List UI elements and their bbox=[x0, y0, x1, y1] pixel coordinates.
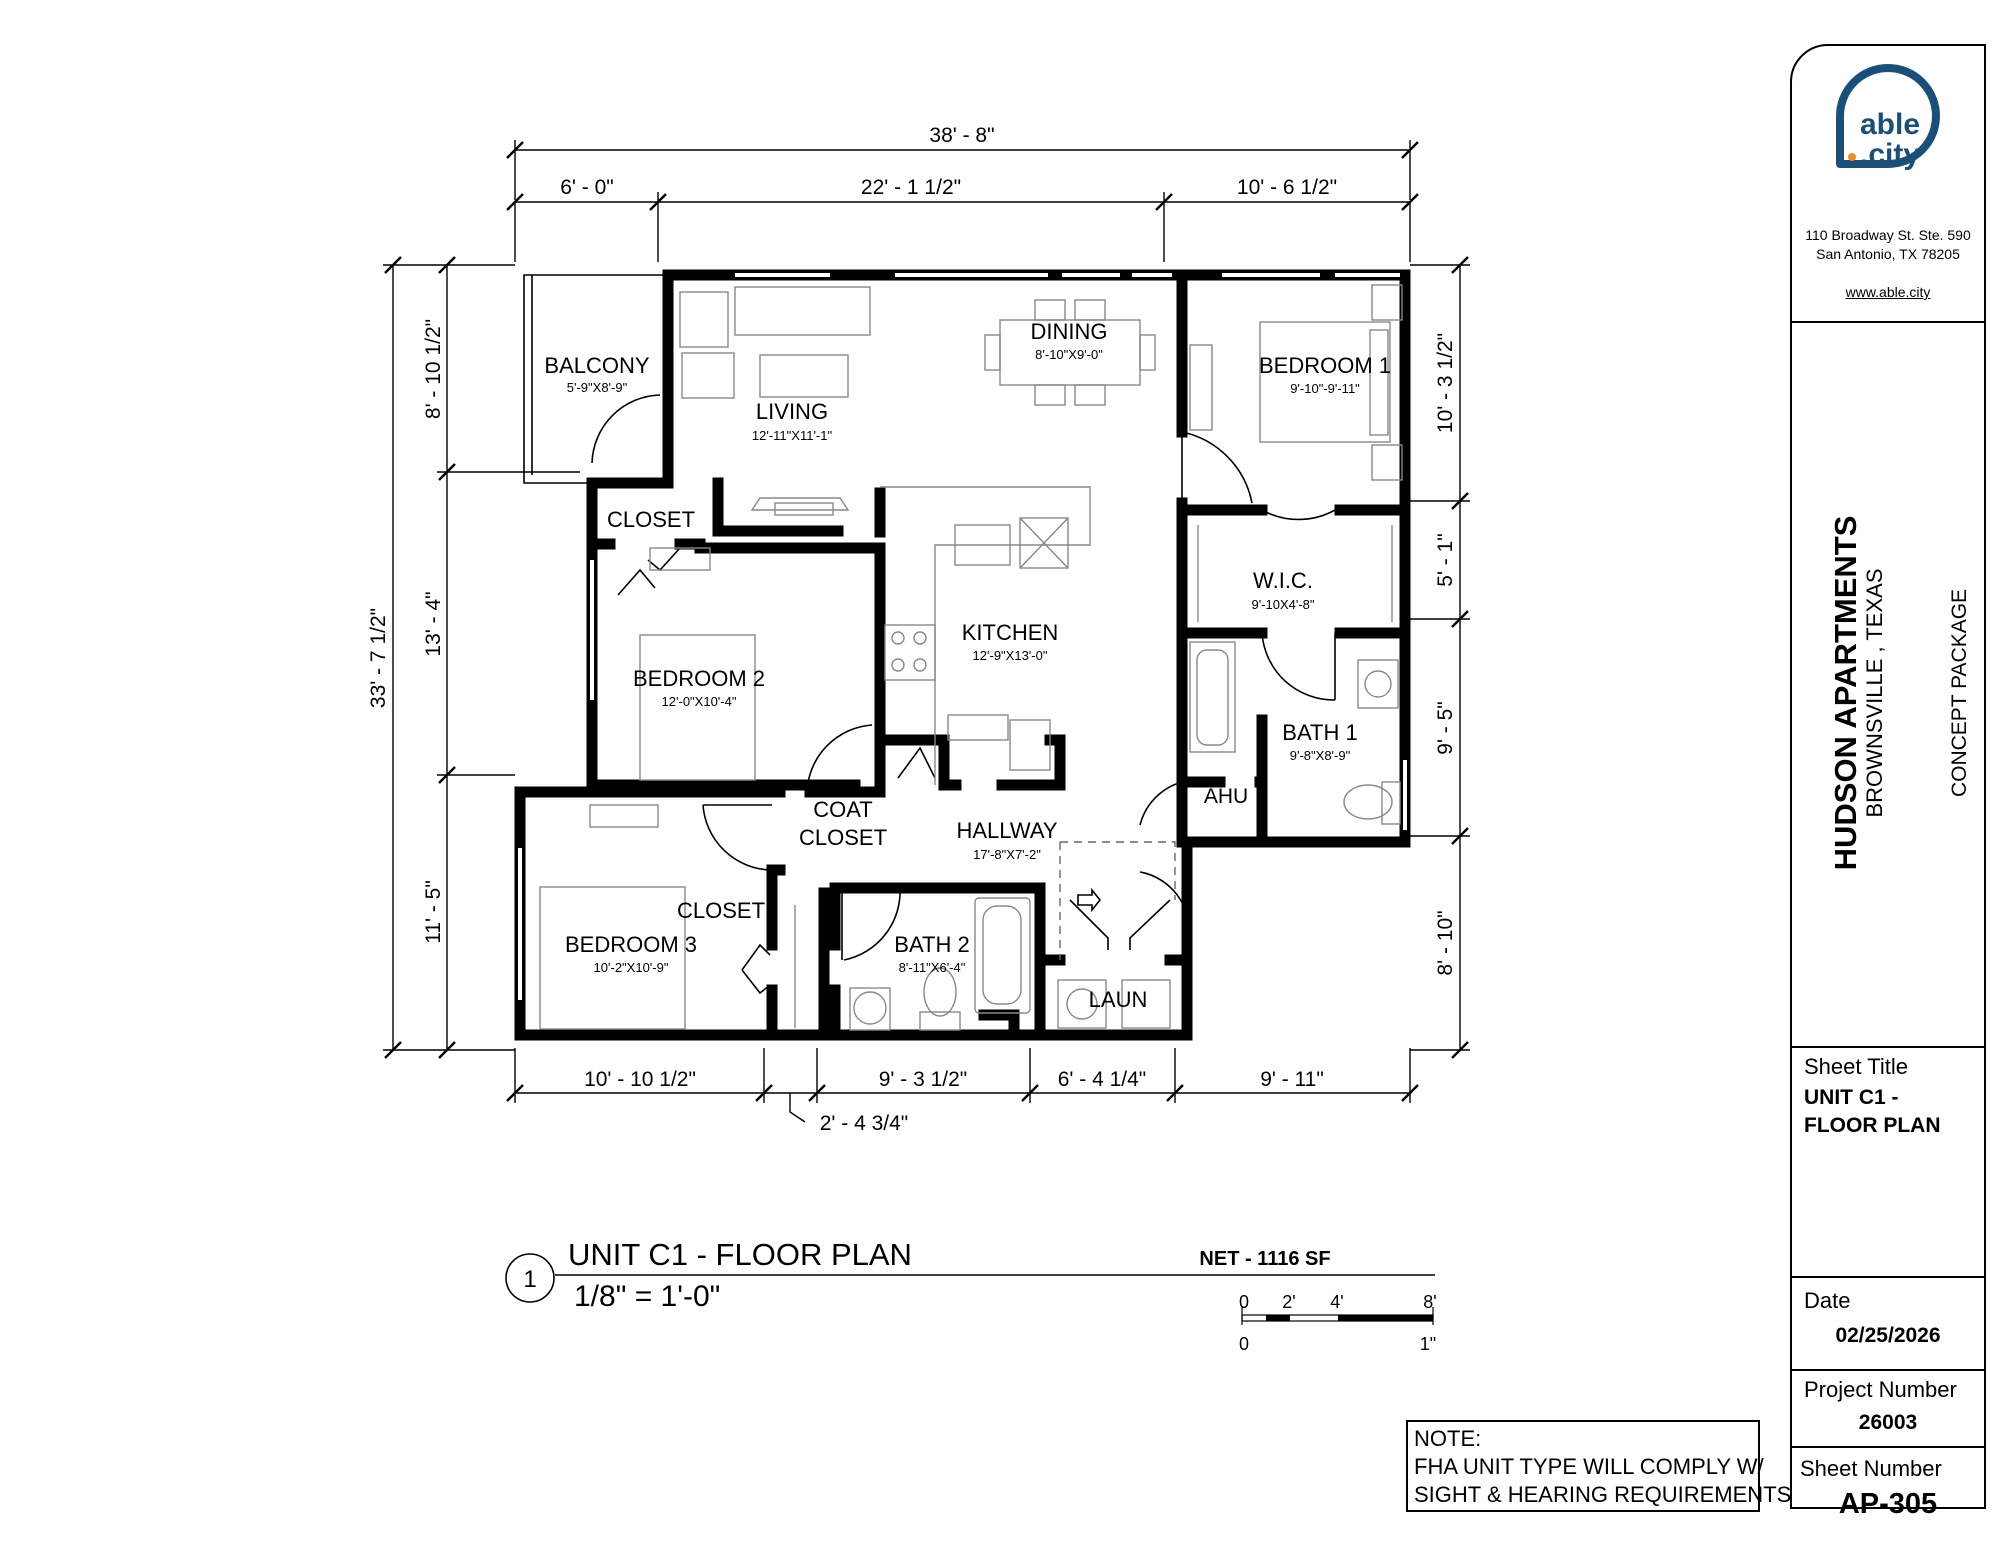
dim-right-2: 5' - 1" bbox=[1434, 533, 1457, 586]
dim-bottom-4: 9' - 11" bbox=[1260, 1068, 1324, 1091]
dim-top-1: 6' - 0" bbox=[560, 176, 613, 199]
dim-left-3: 11' - 5" bbox=[422, 880, 445, 944]
drawing-scale: 1/8" = 1'-0" bbox=[574, 1280, 720, 1313]
scale-label-2: 2' bbox=[1282, 1292, 1295, 1312]
room-wic-name: W.I.C. bbox=[1253, 568, 1313, 593]
room-bedroom3-size: 10'-2"X10'-9" bbox=[594, 960, 669, 975]
room-balcony-name: BALCONY bbox=[544, 353, 649, 378]
room-closet-bottom-name: CLOSET bbox=[677, 898, 765, 923]
room-bath1-name: BATH 1 bbox=[1282, 720, 1357, 745]
drawing-title-text: UNIT C1 - FLOOR PLAN bbox=[568, 1237, 912, 1272]
room-balcony-size: 5'-9"X8'-9" bbox=[567, 380, 628, 395]
scale-bottom-0: 0 bbox=[1239, 1334, 1249, 1354]
dim-left-1: 8' - 10 1/2" bbox=[422, 319, 445, 419]
sheet-title-line1: UNIT C1 - bbox=[1804, 1086, 1899, 1109]
date-value: 02/25/2026 bbox=[1835, 1324, 1941, 1347]
project-name: HUDSON APARTMENTS bbox=[1828, 516, 1863, 871]
net-area: NET - 1116 SF bbox=[1199, 1248, 1330, 1270]
room-bath2-size: 8'-11"X6'-4" bbox=[899, 960, 966, 975]
logo-line1: able bbox=[1860, 108, 1920, 141]
title-block: able .city 110 Broadway St. Ste. 590 San… bbox=[1790, 44, 1986, 1520]
project-info-text: HUDSON APARTMENTS BROWNSVILLE , TEXAS CO… bbox=[1828, 516, 1971, 871]
firm-website-link[interactable]: www.able.city bbox=[1845, 284, 1931, 300]
sheet-number-label: Sheet Number bbox=[1800, 1456, 1942, 1481]
room-labels: BALCONY 5'-9"X8'-9" LIVING 12'-11"X11'-1… bbox=[544, 319, 1391, 1012]
room-coat-closet-line2: CLOSET bbox=[799, 825, 887, 850]
room-hallway-name: HALLWAY bbox=[956, 818, 1057, 843]
sheet-title-line2: FLOOR PLAN bbox=[1804, 1114, 1941, 1137]
project-number-label: Project Number bbox=[1804, 1377, 1957, 1402]
sheet-number-section: Sheet Number AP-305 bbox=[1792, 1446, 1984, 1520]
scale-bottom-1in: 1" bbox=[1420, 1334, 1436, 1354]
room-bath2-name: BATH 2 bbox=[894, 932, 969, 957]
room-dining-size: 8'-10"X9'-0" bbox=[1035, 347, 1103, 362]
room-wic-size: 9'-10X4'-8" bbox=[1251, 597, 1314, 612]
furniture bbox=[539, 284, 1403, 1031]
package-name: CONCEPT PACKAGE bbox=[1948, 589, 1971, 797]
project-location: BROWNSVILLE , TEXAS bbox=[1862, 568, 1887, 817]
note-line3: SIGHT & HEARING REQUIREMENTS bbox=[1414, 1482, 1792, 1507]
dim-top-2: 22' - 1 1/2" bbox=[861, 176, 961, 199]
room-bath1-size: 9'-8"X8'-9" bbox=[1290, 748, 1351, 763]
floor-plan-drawing: 38' - 8" 6' - 0" 22' - 1 1/2" 10' - 6 1/… bbox=[367, 124, 1470, 1354]
address-line1: 110 Broadway St. Ste. 590 bbox=[1805, 227, 1971, 243]
door-swings bbox=[617, 431, 1336, 995]
room-coat-closet-line1: COAT bbox=[813, 797, 872, 822]
walls bbox=[514, 269, 1411, 1041]
room-living-name: LIVING bbox=[756, 399, 828, 424]
scale-label-4: 4' bbox=[1330, 1292, 1343, 1312]
room-bedroom1-size: 9'-10"-9'-11" bbox=[1290, 381, 1360, 396]
firm-address: 110 Broadway St. Ste. 590 San Antonio, T… bbox=[1792, 226, 1984, 264]
scale-label-8: 8' bbox=[1423, 1292, 1436, 1312]
dim-top-3: 10' - 6 1/2" bbox=[1237, 176, 1337, 199]
sheet-number-value: AP-305 bbox=[1838, 1488, 1938, 1520]
project-info-section: HUDSON APARTMENTS BROWNSVILLE , TEXAS CO… bbox=[1792, 321, 1984, 1046]
dim-right-1: 10' - 3 1/2" bbox=[1434, 333, 1457, 433]
sheet-title-label: Sheet Title bbox=[1804, 1054, 1908, 1079]
room-bedroom3-name: BEDROOM 3 bbox=[565, 932, 697, 957]
scale-bar: 0 2' 4' 8' 0 1" bbox=[1239, 1292, 1437, 1354]
project-number-value: 26003 bbox=[1858, 1411, 1918, 1434]
date-section: Date 02/25/2026 bbox=[1792, 1276, 1984, 1369]
dim-bottom-1: 10' - 10 1/2" bbox=[584, 1068, 696, 1091]
dim-top-overall: 38' - 8" bbox=[929, 124, 994, 147]
room-laun-name: LAUN bbox=[1089, 987, 1148, 1012]
room-bedroom2-name: BEDROOM 2 bbox=[633, 666, 765, 691]
scale-label-0: 0 bbox=[1239, 1292, 1249, 1312]
sheet-title-section: Sheet Title UNIT C1 - FLOOR PLAN bbox=[1792, 1046, 1984, 1276]
balcony-outline bbox=[523, 274, 664, 484]
note-line2: FHA UNIT TYPE WILL COMPLY W/ bbox=[1414, 1454, 1764, 1479]
room-ahu-name: AHU bbox=[1204, 785, 1248, 808]
dim-right-3: 9' - 5" bbox=[1434, 701, 1457, 754]
note-line1: NOTE: bbox=[1414, 1426, 1482, 1451]
room-living-size: 12'-11"X11'-1" bbox=[752, 428, 833, 443]
room-dining-name: DINING bbox=[1031, 319, 1108, 344]
drawing-number-circle bbox=[505, 1253, 555, 1303]
dim-right-4: 8' - 10" bbox=[1434, 910, 1457, 975]
drawing-number: 1 bbox=[523, 1266, 536, 1293]
project-number-section: Project Number 26003 bbox=[1792, 1369, 1984, 1446]
room-bedroom2-size: 12'-0"X10'-4" bbox=[662, 694, 737, 709]
dim-bottom-extra: 2' - 4 3/4" bbox=[820, 1112, 909, 1135]
room-kitchen-name: KITCHEN bbox=[962, 620, 1059, 645]
drawing-title: 1 UNIT C1 - FLOOR PLAN 1/8" = 1'-0" NET … bbox=[505, 1237, 1437, 1354]
dimension-labels: 38' - 8" 6' - 0" 22' - 1 1/2" 10' - 6 1/… bbox=[367, 124, 1457, 1135]
address-line2: San Antonio, TX 78205 bbox=[1816, 246, 1960, 262]
logo-outline bbox=[1836, 64, 1940, 168]
logo-line2: .city bbox=[1860, 138, 1920, 171]
date-label: Date bbox=[1804, 1288, 1851, 1313]
logo-dot bbox=[1848, 153, 1856, 161]
room-bedroom1-name: BEDROOM 1 bbox=[1259, 353, 1391, 378]
dim-bottom-3: 6' - 4 1/4" bbox=[1058, 1068, 1147, 1091]
dim-left-2: 13' - 4" bbox=[422, 591, 445, 656]
dim-bottom-2: 9' - 3 1/2" bbox=[879, 1068, 968, 1091]
able-city-logo: able .city bbox=[1836, 64, 1940, 171]
dimension-lines bbox=[383, 140, 1470, 1123]
fha-note-box: NOTE: FHA UNIT TYPE WILL COMPLY W/ SIGHT… bbox=[1406, 1420, 1792, 1512]
room-closet-top-name: CLOSET bbox=[607, 507, 695, 532]
dim-left-overall: 33' - 7 1/2" bbox=[367, 608, 390, 708]
room-kitchen-size: 12'-9"X13'-0" bbox=[973, 648, 1048, 663]
room-hallway-size: 17'-8"X7'-2" bbox=[973, 847, 1041, 862]
